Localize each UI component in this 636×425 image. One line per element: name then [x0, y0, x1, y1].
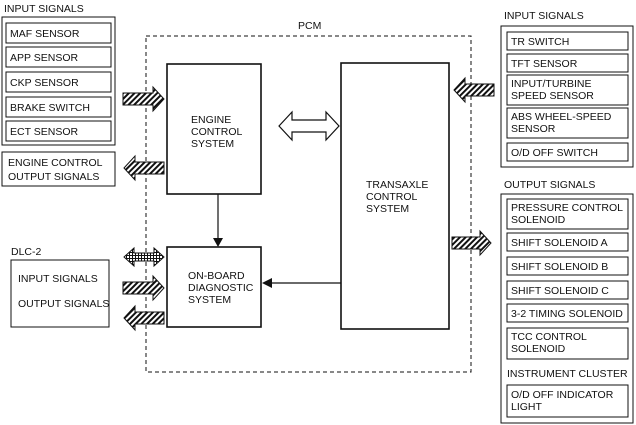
shift-solenoid-c-label: SHIFT SOLENOID C: [511, 285, 609, 297]
engine-line2: CONTROL: [191, 126, 242, 138]
shift-solenoid-a-label: SHIFT SOLENOID A: [511, 237, 608, 249]
shift-solenoid-c-box: [506, 280, 629, 300]
tr-switch-label: TR SWITCH: [511, 36, 569, 48]
od-off-switch-box: [506, 142, 629, 162]
tcc-solenoid-line1: TCC CONTROL: [511, 331, 587, 343]
brake-switch-label: BRAKE SWITCH: [10, 102, 90, 114]
instrument-cluster-heading: INSTRUMENT CLUSTER: [507, 368, 628, 380]
turbine-sensor-box: [506, 74, 629, 106]
left-input-list: MAF SENSOR APP SENSOR CKP SENSOR BRAKE S…: [5, 22, 112, 142]
ect-sensor-label: ECT SENSOR: [10, 126, 78, 138]
od-off-light-box: [506, 384, 629, 418]
app-sensor-box: [5, 46, 112, 68]
left-input-group: [1, 16, 116, 146]
obd-line2: DIAGNOSTIC: [188, 282, 254, 294]
engine-output-line2: OUTPUT SIGNALS: [8, 171, 99, 183]
od-off-switch-label: O/D OFF SWITCH: [511, 147, 598, 159]
turbine-sensor-line2: SPEED SENSOR: [511, 90, 594, 102]
ckp-sensor-box: [5, 71, 112, 93]
dlc-output-label: OUTPUT SIGNALS: [18, 298, 109, 310]
right-output-arrow: [451, 229, 492, 257]
tft-sensor-label: TFT SENSOR: [511, 58, 578, 70]
tr-switch-box: [506, 31, 629, 51]
right-input-arrow: [453, 76, 495, 104]
shift-solenoid-a-box: [506, 232, 629, 252]
engine-control-block: [166, 63, 262, 195]
pcm-label: PCM: [298, 20, 321, 32]
dlc-box: [10, 259, 110, 328]
left-input-heading: INPUT SIGNALS: [4, 3, 84, 15]
right-input-group: [500, 25, 634, 168]
pressure-solenoid-line2: SOLENOID: [511, 214, 566, 226]
shift-solenoid-b-label: SHIFT SOLENOID B: [511, 261, 608, 273]
timing-solenoid-label: 3-2 TIMING SOLENOID: [511, 308, 623, 320]
maf-sensor-label: MAF SENSOR: [10, 28, 80, 40]
turbine-sensor-line1: INPUT/TURBINE: [511, 78, 592, 90]
engine-line1: ENGINE: [191, 114, 231, 126]
ect-sensor-box: [5, 120, 112, 142]
left-input-arrow: [122, 85, 165, 113]
dlc-bidirectional-arrow: [123, 246, 165, 268]
abs-sensor-box: [506, 107, 629, 139]
pcm-boundary: [145, 35, 472, 373]
timing-solenoid-box: [506, 303, 629, 323]
shift-solenoid-b-box: [506, 256, 629, 276]
dlc-input-arrow: [122, 274, 165, 302]
right-output-group: [500, 193, 634, 424]
transaxle-to-obd-arrowhead: [262, 278, 272, 288]
obd-line1: ON-BOARD: [188, 270, 245, 282]
tcc-solenoid-box: [506, 327, 629, 360]
engine-transaxle-link-arrow: [278, 110, 340, 142]
obd-block: [166, 246, 262, 328]
od-off-light-line2: LIGHT: [511, 401, 543, 413]
abs-sensor-line2: SENSOR: [511, 123, 556, 135]
tcc-solenoid-line2: SOLENOID: [511, 343, 566, 355]
tft-sensor-box: [506, 53, 629, 73]
transaxle-line1: TRANSAXLE: [366, 179, 428, 191]
engine-output-box: [1, 151, 116, 187]
transaxle-line2: CONTROL: [366, 191, 417, 203]
transaxle-line3: SYSTEM: [366, 203, 409, 215]
engine-output-line1: ENGINE CONTROL: [8, 157, 103, 169]
pressure-solenoid-box: [506, 198, 629, 230]
ckp-sensor-label: CKP SENSOR: [10, 77, 79, 89]
dlc-input-label: INPUT SIGNALS: [18, 273, 98, 285]
transaxle-block: [340, 62, 450, 330]
od-off-light-line1: O/D OFF INDICATOR: [511, 389, 614, 401]
dlc-output-arrow: [123, 304, 165, 332]
app-sensor-label: APP SENSOR: [10, 52, 78, 64]
maf-sensor-box: [5, 22, 112, 44]
engine-line3: SYSTEM: [191, 138, 234, 150]
engine-to-obd-arrowhead: [213, 238, 223, 247]
dlc-heading: DLC-2: [11, 246, 42, 258]
right-input-heading: INPUT SIGNALS: [504, 10, 584, 22]
brake-switch-box: [5, 96, 112, 118]
right-output-heading: OUTPUT SIGNALS: [504, 179, 595, 191]
obd-line3: SYSTEM: [188, 294, 231, 306]
abs-sensor-line1: ABS WHEEL-SPEED: [511, 111, 612, 123]
engine-output-arrow: [123, 154, 165, 182]
pressure-solenoid-line1: PRESSURE CONTROL: [511, 202, 623, 214]
